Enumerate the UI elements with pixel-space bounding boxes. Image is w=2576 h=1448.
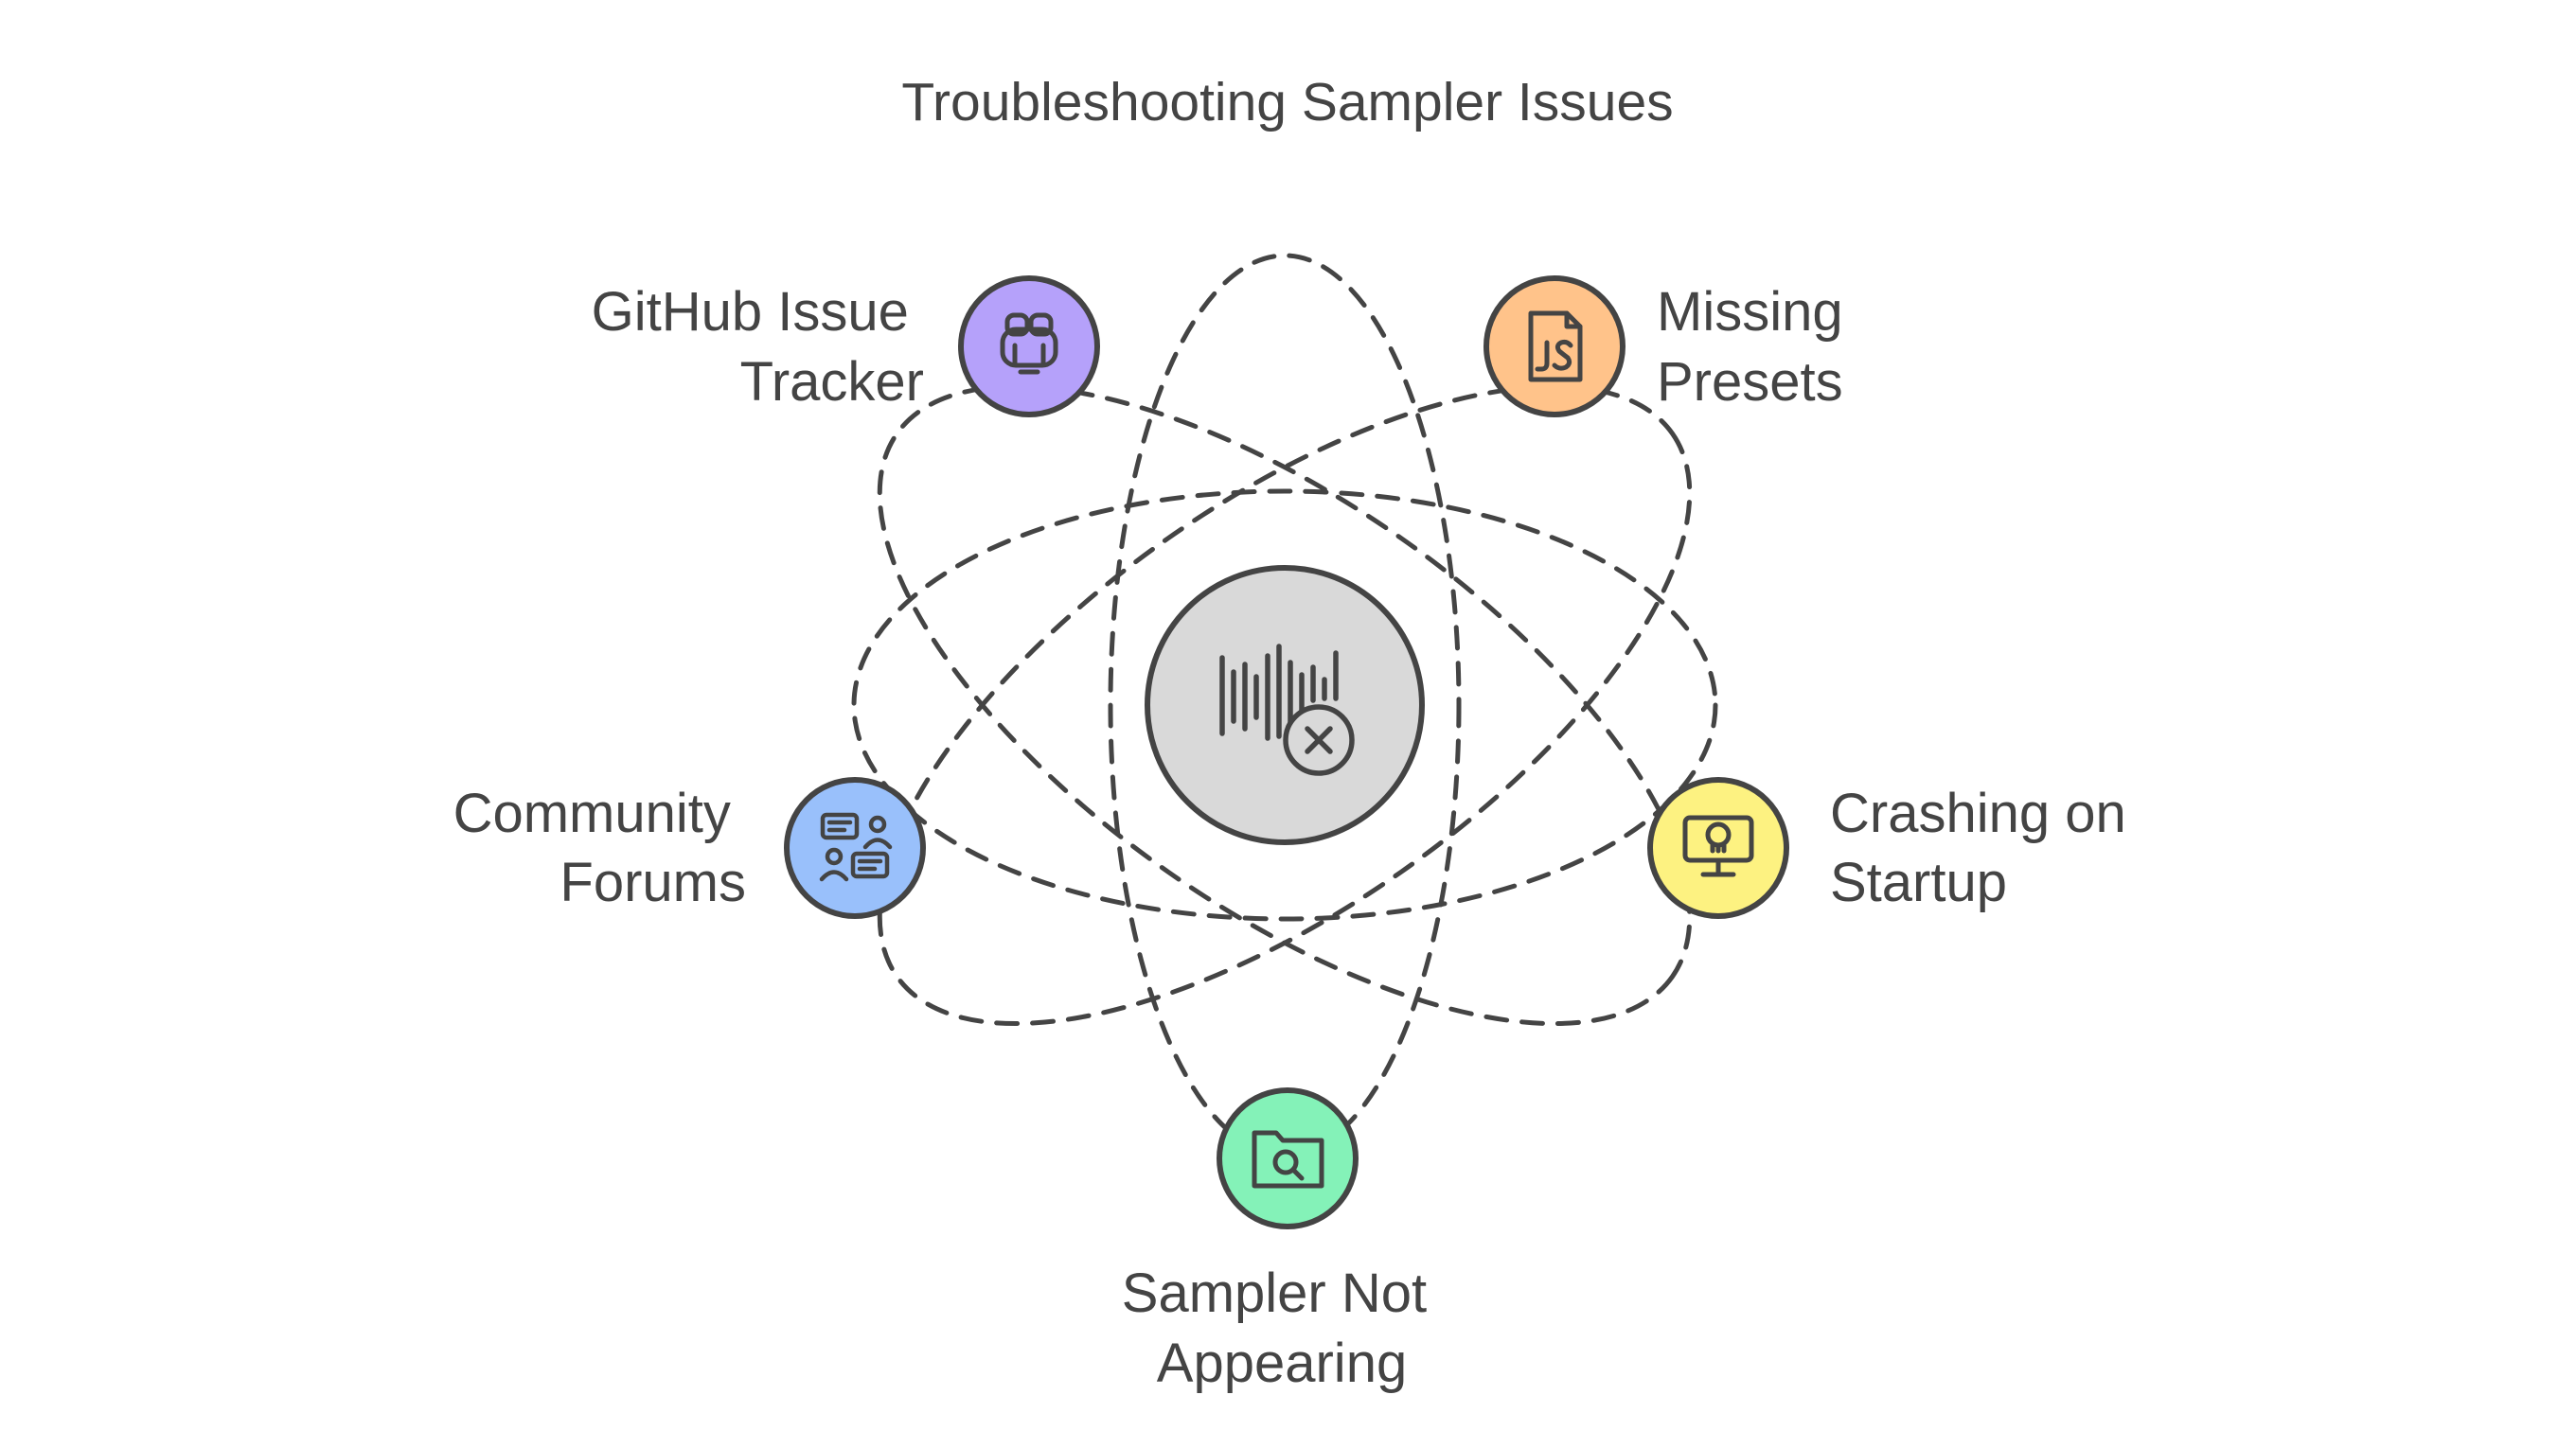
- audio-waveform-error-icon: [1219, 644, 1355, 776]
- crashing-node-label: Crashing on Startup: [1830, 783, 2141, 913]
- presets-node-circle: [1483, 275, 1626, 417]
- github-label-line-2: Tracker: [740, 351, 924, 413]
- center-node: [1145, 565, 1425, 845]
- node-missing-presets: Missing Presets: [1483, 275, 1858, 417]
- forums-node-circle: [784, 777, 926, 919]
- sampler-label-line-1: Sampler Not: [1122, 1263, 1427, 1324]
- node-crashing-on-startup: Crashing on Startup: [1647, 777, 2141, 919]
- monitor-skull-icon: [1682, 815, 1754, 877]
- sampler-label-line-2: Appearing: [1157, 1333, 1407, 1394]
- crashing-label-line-2: Startup: [1830, 852, 2007, 913]
- presets-node-label: Missing Presets: [1657, 281, 1858, 413]
- forums-label-line-1: Community: [453, 783, 731, 844]
- github-label-line-1: GitHub Issue: [592, 281, 909, 343]
- forums-label-line-2: Forums: [560, 852, 746, 913]
- node-community-forums: Community Forums: [453, 777, 926, 919]
- presets-label-line-2: Presets: [1657, 351, 1843, 413]
- sampler-node-circle: [1217, 1087, 1359, 1229]
- sampler-node-label: Sampler Not Appearing: [1122, 1263, 1442, 1394]
- orbit-ring-falling: [877, 383, 1693, 1027]
- presets-label-line-1: Missing: [1657, 281, 1843, 343]
- discussion-people-icon: [819, 812, 893, 882]
- forums-node-label: Community Forums: [453, 783, 746, 913]
- js-file-icon: [1528, 310, 1583, 382]
- node-sampler-not-appearing: Sampler Not Appearing: [1122, 1087, 1442, 1394]
- github-octocat-icon: [1000, 312, 1058, 375]
- orbit-ring-rising: [877, 383, 1693, 1027]
- folder-search-icon: [1252, 1130, 1324, 1189]
- github-node-circle: [958, 275, 1100, 417]
- crashing-label-line-1: Crashing on: [1830, 783, 2126, 844]
- github-node-label: GitHub Issue Tracker: [592, 281, 924, 413]
- diagram-title: Troubleshooting Sampler Issues: [901, 72, 1673, 132]
- node-github-issue-tracker: GitHub Issue Tracker: [592, 275, 1100, 417]
- orbit-ring-horizontal: [851, 488, 1718, 922]
